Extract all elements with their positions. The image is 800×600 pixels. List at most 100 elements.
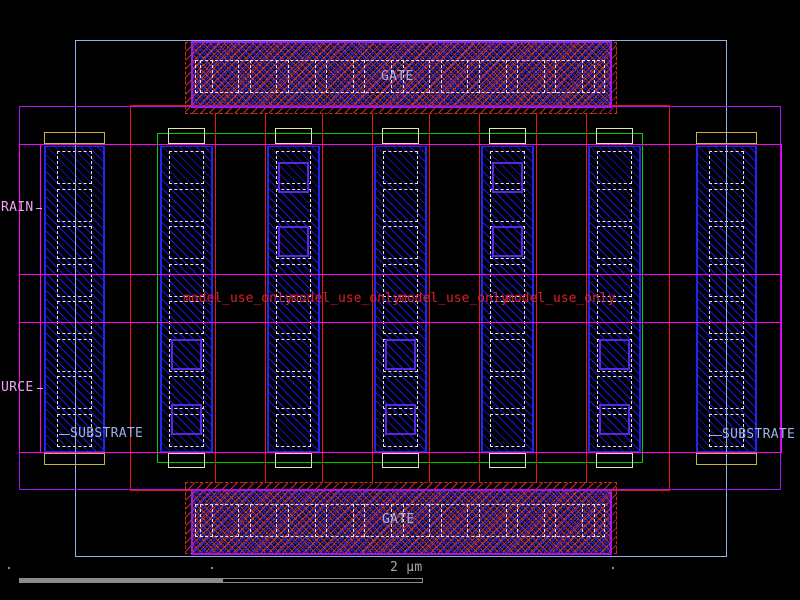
column-cap: [696, 132, 757, 144]
poly-finger: [215, 114, 216, 482]
contact-box: [597, 151, 632, 184]
gate-contact-separator: [593, 60, 595, 93]
gate-contact-separator: [211, 60, 213, 93]
ruler-dot: [8, 567, 10, 569]
contact-box: [57, 188, 92, 222]
contact-box: [383, 151, 418, 184]
contact-box: [276, 151, 311, 184]
column-cap: [596, 128, 633, 144]
contact-box: [490, 376, 525, 409]
gate-contact-separator: [467, 60, 469, 93]
column-cap: [696, 453, 757, 465]
contact-box: [57, 413, 92, 447]
gate-contact-row: [195, 504, 605, 537]
gate-contact-separator: [314, 60, 316, 93]
gate-contact-separator: [364, 60, 366, 93]
gate-contact-separator: [478, 60, 480, 93]
gate-contact-separator: [402, 504, 404, 537]
metal-line-v: [40, 144, 41, 453]
gate-contact-separator: [364, 504, 366, 537]
contact-box: [597, 188, 632, 222]
gate-contact-separator: [440, 60, 442, 93]
gate-contact-separator: [593, 504, 595, 537]
gate-contact-separator: [326, 60, 328, 93]
contact-box: [597, 413, 632, 447]
label-substrate-right: SUBSTRATE: [722, 427, 796, 442]
contact-box: [490, 338, 525, 372]
active-outline: [157, 133, 643, 463]
column-cap: [489, 128, 526, 144]
poly-finger: [372, 114, 373, 482]
diffusion-column-drain: [267, 146, 320, 452]
gate-contact-separator: [287, 504, 289, 537]
metal-line-v: [781, 144, 782, 453]
gate-contact-separator: [200, 60, 201, 93]
contact-box: [276, 188, 311, 222]
contact-box: [57, 338, 92, 372]
well-outline-overlay: [726, 146, 727, 452]
gate-pad: [191, 489, 612, 555]
contact-box: [490, 413, 525, 447]
gate-contact-separator: [582, 60, 583, 93]
gate-contact-separator: [478, 504, 480, 537]
column-cap: [489, 453, 526, 468]
poly-finger: [322, 114, 323, 482]
contact-box: [169, 151, 204, 184]
metal-line-h: [19, 144, 782, 145]
via-box: [385, 339, 416, 370]
watermark-text: model_use_only: [183, 291, 293, 306]
diffusion-column-source: [160, 146, 213, 452]
label-pointer-line: [37, 388, 43, 389]
contact-box: [169, 376, 204, 409]
watermark-text: model_use_only: [506, 291, 616, 306]
contact-box: [383, 188, 418, 222]
gate-contact-separator: [211, 504, 213, 537]
contact-box: [383, 301, 418, 334]
gate-contact-separator: [249, 60, 251, 93]
gate-contact-separator: [352, 60, 354, 93]
gate-contact-separator: [543, 504, 545, 537]
column-cap: [275, 128, 312, 144]
gate-contact-separator: [505, 60, 507, 93]
contact-box: [597, 263, 632, 297]
gate-contact-separator: [314, 504, 316, 537]
gate-contact-separator: [391, 504, 392, 537]
gate-contact-separator: [429, 60, 431, 93]
gate-pad: [191, 41, 612, 108]
label-pointer-line: [36, 208, 42, 209]
column-cap: [596, 453, 633, 468]
well-outline-overlay: [75, 146, 76, 452]
column-cap: [44, 453, 105, 465]
contact-box: [57, 376, 92, 409]
contact-box: [169, 226, 204, 259]
diffusion-column-substrate: [44, 146, 105, 452]
gate-contact-separator: [440, 504, 442, 537]
diffusion-column-source: [374, 146, 427, 452]
gate-contact-separator: [582, 504, 583, 537]
gate-contact-separator: [276, 60, 278, 93]
gate-contact-row: [195, 60, 605, 93]
poly-finger: [265, 114, 266, 482]
diffusion-column-source: [588, 146, 641, 452]
column-cap: [382, 453, 419, 468]
gate-contact-separator: [505, 504, 507, 537]
via-box: [492, 162, 523, 193]
gate-contact-separator: [326, 504, 328, 537]
contact-box: [490, 263, 525, 297]
ruler-dot: [612, 567, 614, 569]
gate-contact-separator: [287, 60, 289, 93]
via-box: [385, 404, 416, 435]
label-drain: RAIN: [1, 200, 34, 215]
via-box: [599, 404, 630, 435]
contact-box: [276, 301, 311, 334]
label-source: URCE: [1, 380, 34, 395]
via-box: [599, 339, 630, 370]
column-cap: [275, 453, 312, 468]
via-box: [492, 226, 523, 257]
ruler-dot: [211, 567, 213, 569]
contact-box: [169, 188, 204, 222]
gate-contact-separator: [517, 504, 519, 537]
poly-finger: [479, 114, 480, 482]
contact-box: [383, 226, 418, 259]
